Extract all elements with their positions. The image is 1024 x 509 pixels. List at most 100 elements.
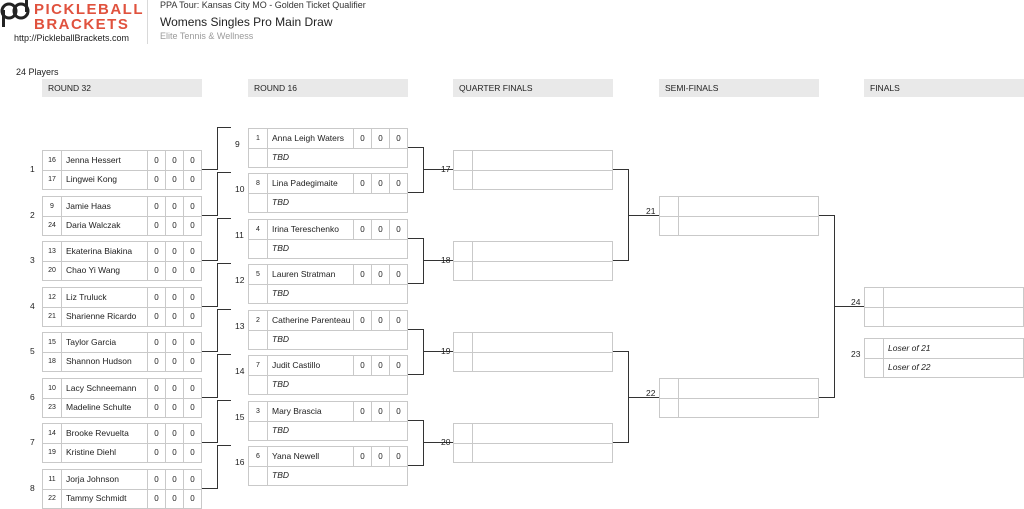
seed-number: 4 bbox=[249, 220, 268, 239]
player-row[interactable] bbox=[454, 151, 612, 171]
seed-cell bbox=[454, 151, 473, 170]
player-row[interactable] bbox=[454, 333, 612, 353]
bracket-connector-line bbox=[613, 169, 629, 170]
player-row[interactable]: TBD bbox=[249, 330, 407, 349]
seed-number: 2 bbox=[249, 311, 268, 330]
player-row[interactable] bbox=[454, 242, 612, 262]
player-row[interactable]: Loser of 21 bbox=[865, 339, 1023, 359]
player-name: Ekaterina Biakina bbox=[66, 246, 133, 256]
match-number: 20 bbox=[441, 437, 451, 447]
game-score: 0 bbox=[165, 197, 183, 216]
player-row[interactable]: TBD bbox=[249, 284, 407, 303]
site-url-link[interactable]: http://PickleballBrackets.com bbox=[14, 33, 130, 43]
player-row[interactable] bbox=[454, 424, 612, 444]
match-number: 12 bbox=[235, 275, 245, 285]
bracket-connector-line bbox=[217, 400, 231, 401]
seed-cell bbox=[249, 466, 268, 485]
player-name: Madeline Schulte bbox=[66, 402, 132, 412]
player-row[interactable] bbox=[660, 216, 818, 235]
game-score: 0 bbox=[389, 356, 407, 375]
game-score: 0 bbox=[165, 242, 183, 261]
match-number: 19 bbox=[441, 346, 451, 356]
match-number: 8 bbox=[30, 483, 35, 493]
round-header-finals: FINALS bbox=[864, 79, 1024, 97]
player-row[interactable]: TBD bbox=[249, 193, 407, 212]
quarterfinal-match bbox=[453, 423, 613, 463]
bracket-connector-line bbox=[217, 127, 231, 128]
player-name: Irina Tereschenko bbox=[272, 224, 339, 234]
player-row[interactable]: TBD bbox=[249, 239, 407, 258]
bracket-connector-line bbox=[217, 172, 218, 216]
bracket-connector-line bbox=[217, 309, 231, 310]
game-score: 0 bbox=[147, 333, 165, 352]
match-number: 6 bbox=[30, 392, 35, 402]
match-number: 22 bbox=[646, 388, 656, 398]
player-name: TBD bbox=[272, 379, 289, 389]
bracket-connector-line bbox=[202, 397, 218, 398]
game-score: 0 bbox=[183, 443, 201, 462]
player-row[interactable] bbox=[660, 398, 818, 417]
game-score: 0 bbox=[147, 197, 165, 216]
player-row[interactable] bbox=[454, 352, 612, 371]
match-number: 21 bbox=[646, 206, 656, 216]
game-score: 0 bbox=[147, 242, 165, 261]
player-row[interactable] bbox=[660, 379, 818, 399]
seed-number: 23 bbox=[43, 398, 62, 417]
bracket-connector-line bbox=[423, 169, 453, 170]
game-score: 0 bbox=[353, 265, 371, 284]
seed-cell bbox=[660, 398, 679, 417]
game-score: 0 bbox=[147, 489, 165, 508]
player-row[interactable]: Loser of 22 bbox=[865, 358, 1023, 377]
brand-logo-text: PICKLEBALL BRACKETS bbox=[34, 2, 144, 32]
player-name: Lina Padegimaite bbox=[272, 178, 338, 188]
player-row[interactable] bbox=[454, 170, 612, 189]
player-name: TBD bbox=[272, 288, 289, 298]
player-row[interactable] bbox=[454, 261, 612, 280]
seed-cell bbox=[865, 339, 884, 358]
player-name: Shannon Hudson bbox=[66, 356, 132, 366]
player-row[interactable] bbox=[454, 443, 612, 462]
player-row[interactable]: TBD bbox=[249, 375, 407, 394]
player-row[interactable]: TBD bbox=[249, 148, 407, 167]
game-score: 0 bbox=[165, 307, 183, 326]
match-number: 11 bbox=[235, 230, 244, 240]
player-name: Judit Castillo bbox=[272, 360, 321, 370]
seed-cell bbox=[865, 288, 884, 307]
player-name: Yana Newell bbox=[272, 451, 320, 461]
player-row[interactable] bbox=[660, 197, 818, 217]
player-row[interactable]: TBD bbox=[249, 421, 407, 440]
player-row[interactable] bbox=[865, 307, 1023, 326]
player-row[interactable]: TBD bbox=[249, 466, 407, 485]
player-row[interactable] bbox=[865, 288, 1023, 308]
game-score: 0 bbox=[147, 470, 165, 489]
seed-number: 8 bbox=[249, 174, 268, 193]
header-divider bbox=[147, 0, 148, 44]
game-score: 0 bbox=[389, 447, 407, 466]
